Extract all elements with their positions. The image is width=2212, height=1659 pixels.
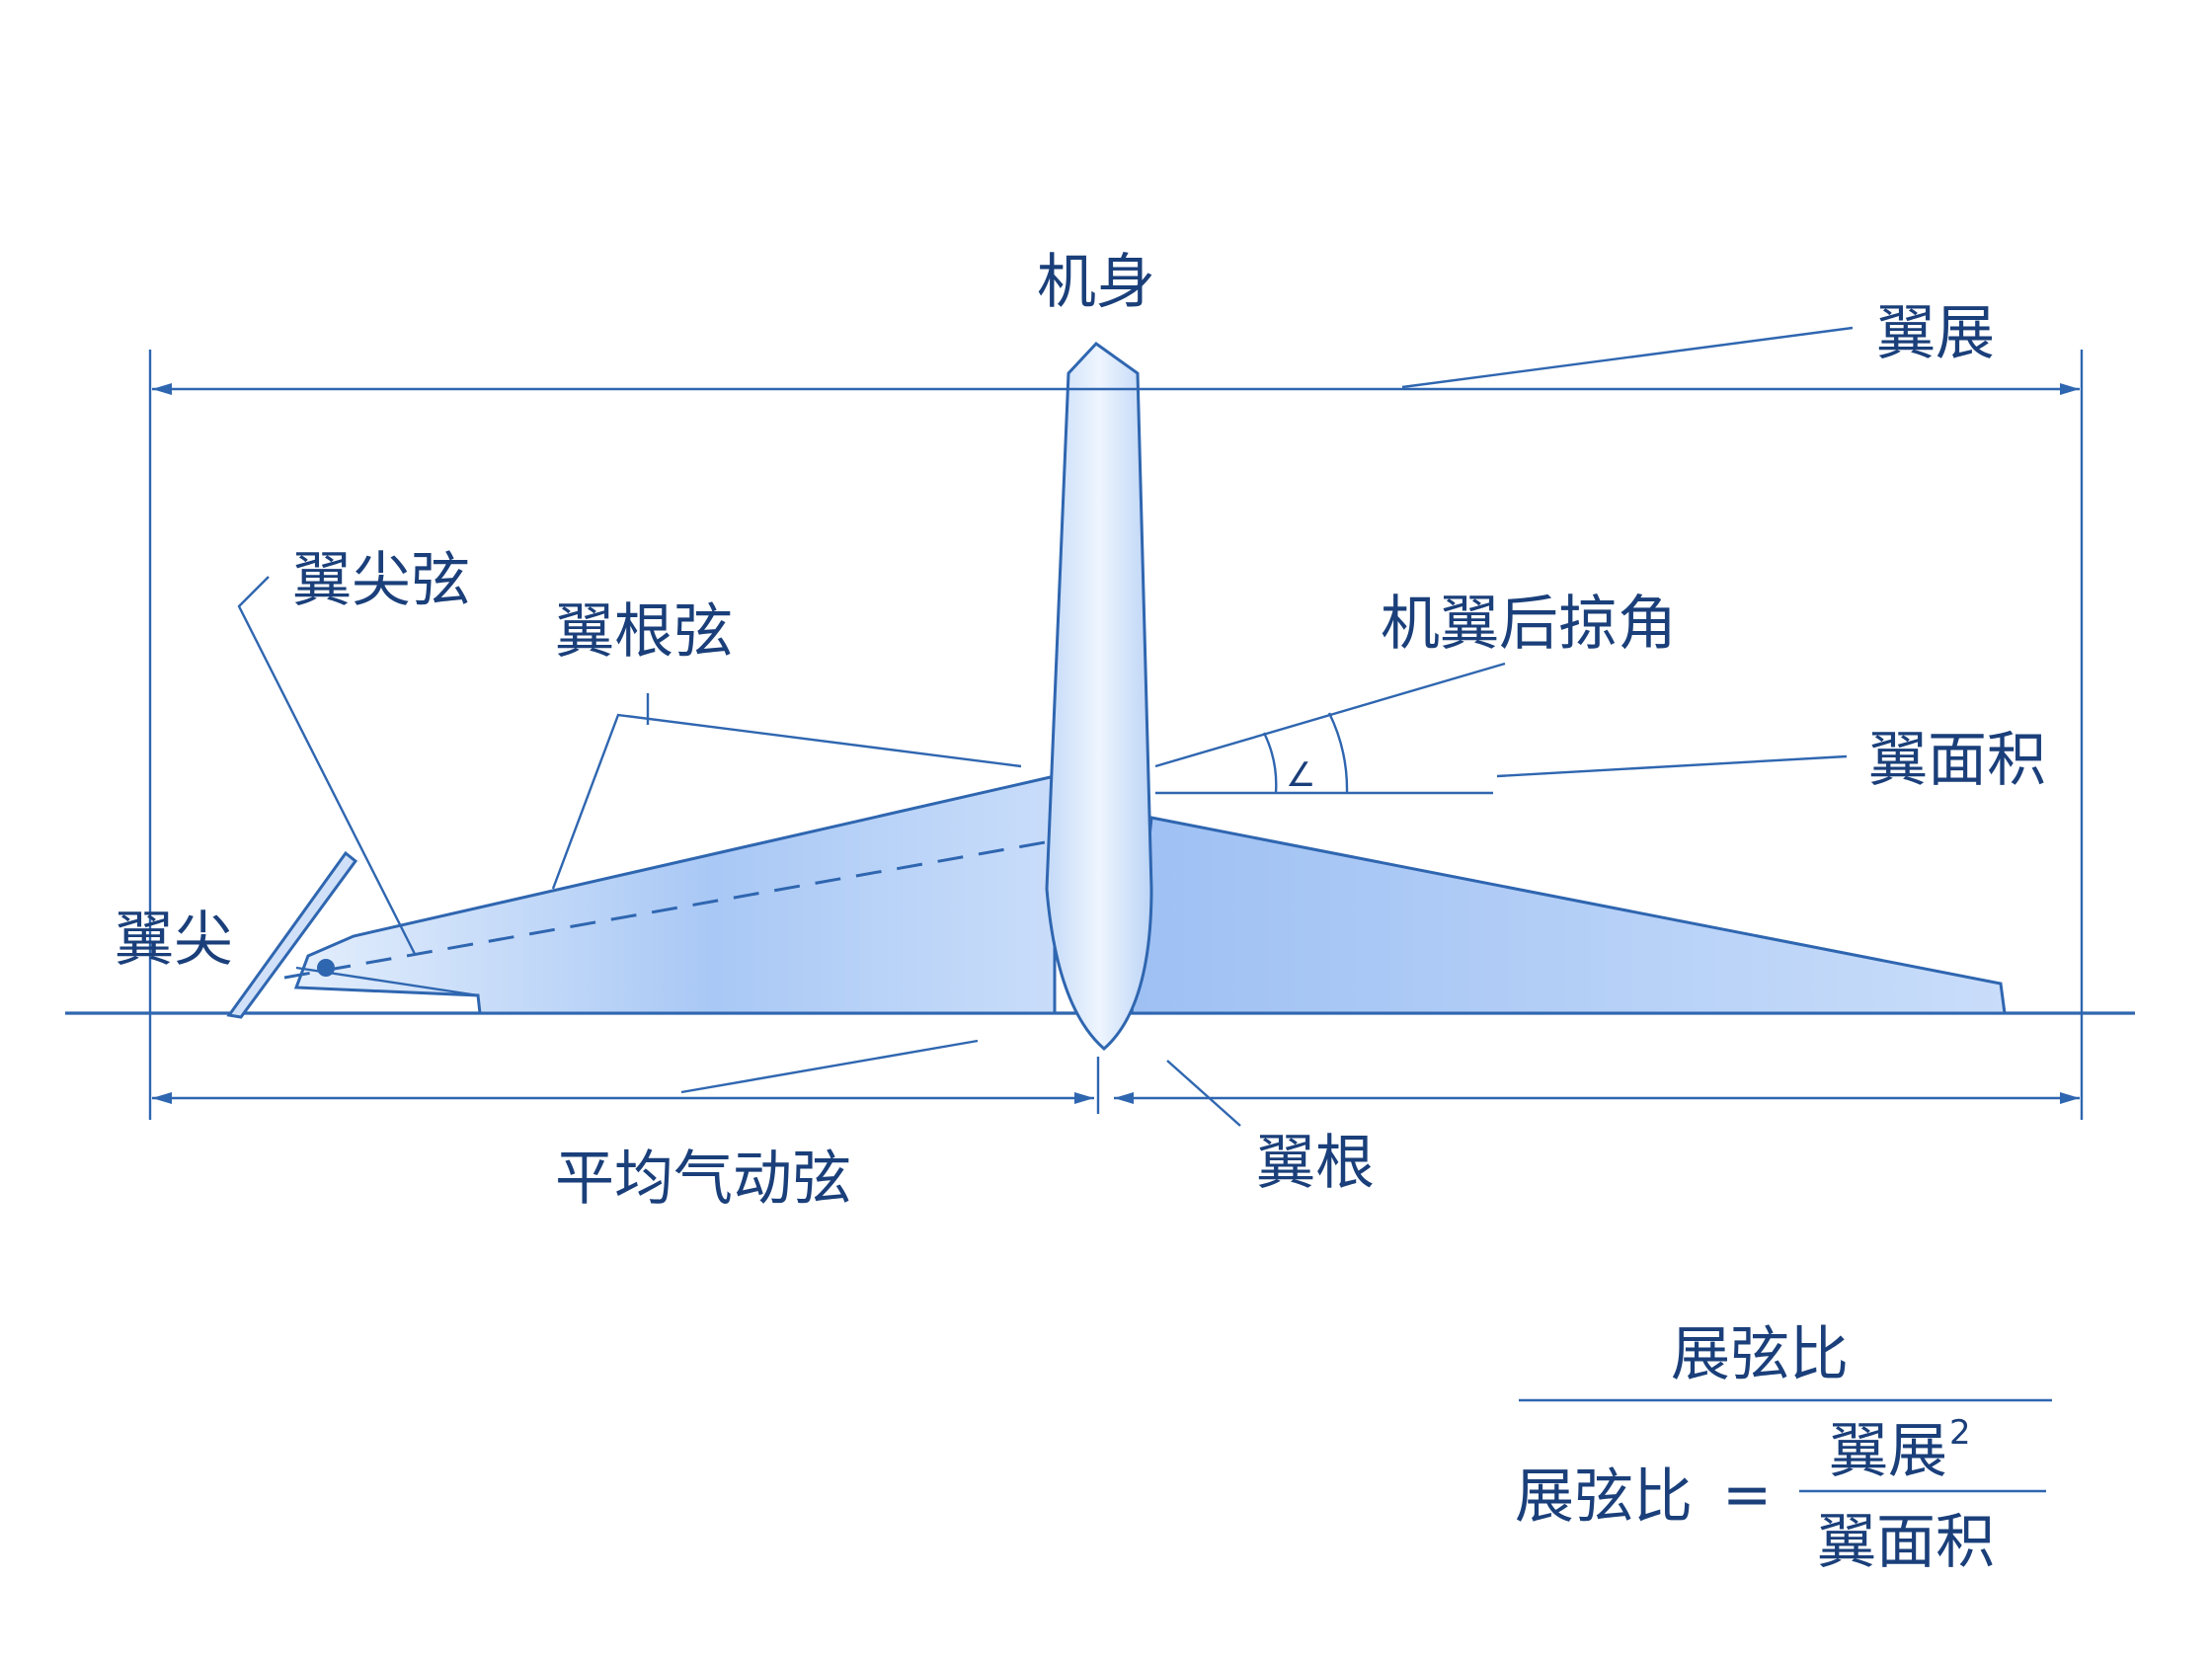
leader-tip-chord xyxy=(237,576,417,955)
label-mac: 平均气动弦 xyxy=(555,1145,851,1214)
sweep-angle-arc-outer xyxy=(1327,712,1349,794)
label-angle-mark: ∠ xyxy=(1286,755,1315,795)
tip-marker xyxy=(317,959,335,977)
mac-dashed-line xyxy=(283,830,1107,980)
label-tip-chord: 翼尖弦 xyxy=(292,546,470,615)
leader-wingspan xyxy=(1401,326,1854,389)
formula-lhs: 展弦比 xyxy=(1515,1462,1693,1532)
left-wing xyxy=(293,774,1057,1015)
right-wing xyxy=(1130,816,2007,1015)
label-wingspan: 翼展 xyxy=(1876,299,1995,368)
leader-wing-area xyxy=(1496,754,1848,778)
formula-numerator: 翼展 xyxy=(1829,1417,1947,1486)
label-wing-tip: 翼尖 xyxy=(115,906,233,975)
sweep-angle-arc xyxy=(1262,732,1278,794)
label-sweep-angle: 机翼后掠角 xyxy=(1381,590,1677,659)
label-fuselage: 机身 xyxy=(1037,248,1155,317)
wing-tip-edge xyxy=(226,850,358,1019)
leader-mac xyxy=(680,1039,979,1094)
formula-heading: 展弦比 xyxy=(1671,1320,1849,1389)
aspect-ratio-formula: 展弦比 展弦比 = 翼展 2 翼面积 xyxy=(1515,1320,2052,1577)
fuselage xyxy=(1045,342,1153,1051)
label-root-chord: 翼根弦 xyxy=(555,597,733,667)
label-wing-area: 翼面积 xyxy=(1868,726,2046,795)
formula-denominator: 翼面积 xyxy=(1817,1508,1995,1577)
formula-equals: = xyxy=(1722,1461,1772,1530)
leader-root-chord xyxy=(551,713,1022,890)
leader-wing-root xyxy=(1166,1060,1241,1127)
formula-exponent: 2 xyxy=(1949,1413,1971,1453)
label-wing-root: 翼根 xyxy=(1256,1129,1375,1198)
